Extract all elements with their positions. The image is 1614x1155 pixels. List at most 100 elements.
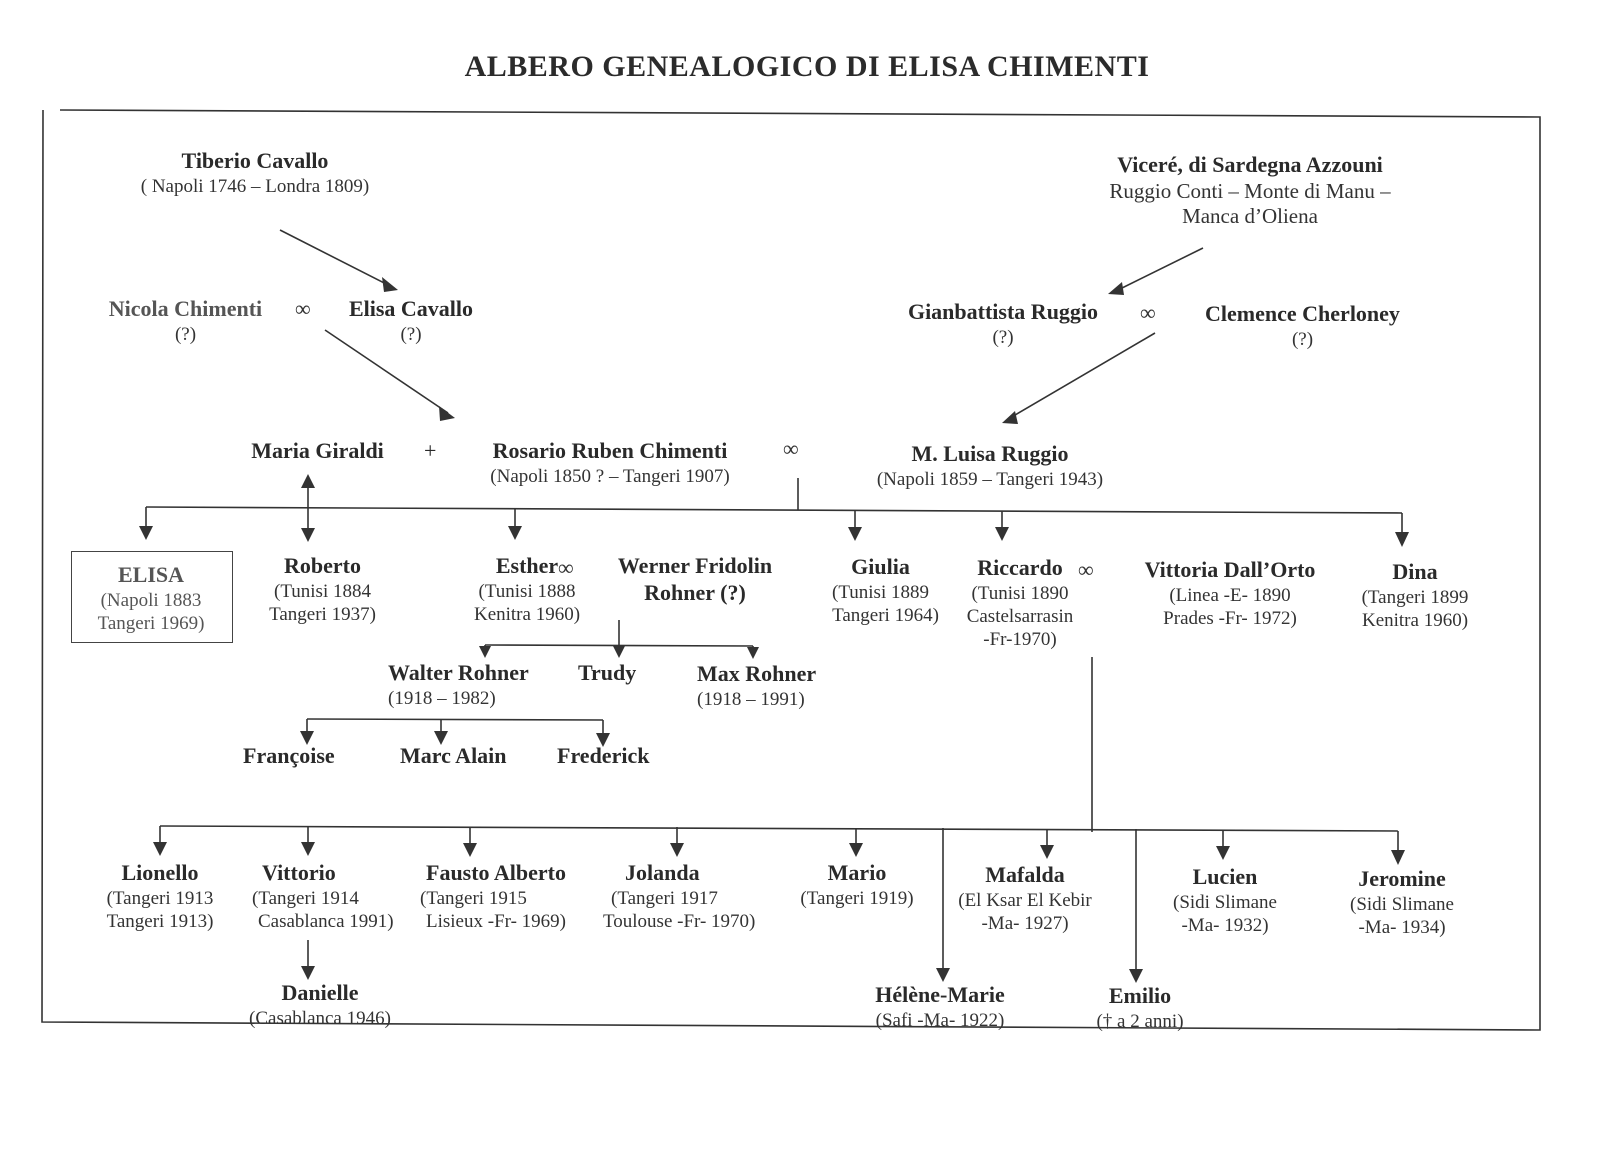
person-name: Walter Rohner — [388, 660, 529, 685]
page-title: ALBERO GENEALOGICO DI ELISA CHIMENTI — [464, 50, 1150, 83]
person-trudy: Trudy — [578, 660, 658, 687]
person-name: Roberto — [284, 553, 361, 578]
person-m-luisa-ruggio: M. Luisa Ruggio (Napoli 1859 – Tangeri 1… — [860, 441, 1120, 491]
person-dates: (?) — [1291, 328, 1314, 350]
person-max-rohner: Max Rohner (1918 – 1991) — [697, 661, 847, 711]
person-name: Emilio — [1108, 983, 1172, 1008]
arrowhead-icon — [596, 733, 610, 747]
person-name: Clemence Cherloney — [1205, 301, 1400, 326]
arrow-parents-to-luisa — [1009, 332, 1156, 419]
person-name: Fausto Alberto — [426, 860, 566, 885]
arrowheads — [139, 277, 1409, 983]
person-death: Tangeri 1964) — [832, 605, 939, 626]
person-name: Marc Alain — [400, 743, 507, 768]
person-helene-marie: Hélène-Marie (Safi -Ma- 1922) — [860, 982, 1020, 1032]
marriage-icon: ∞ — [295, 296, 311, 321]
person-birth: (Tangeri 1915 — [420, 887, 527, 909]
arrowhead-icon — [382, 277, 398, 292]
highlight-box-elisa — [71, 551, 233, 643]
person-death-year: -Fr-1970) — [983, 629, 1057, 651]
marriage-icon: ∞ — [1078, 557, 1094, 582]
person-lucien: Lucien (Sidi Slimane -Ma- 1932) — [1155, 864, 1295, 937]
person-death: Prades -Fr- 1972) — [1163, 608, 1297, 629]
arrowhead-icon — [479, 646, 491, 658]
person-vicere: Viceré, di Sardegna Azzouni Ruggio Conti… — [1090, 152, 1410, 230]
person-birth: (Linea -E- 1890 — [1169, 584, 1291, 606]
person-esther: Esther (Tunisi 1888 Kenitra 1960) — [462, 553, 592, 626]
marriage-icon: ∞ — [1140, 300, 1156, 325]
person-titles: Ruggio Conti – Monte di Manu – — [1109, 178, 1391, 203]
person-birth: (Tangeri 1917 — [611, 887, 718, 909]
person-birth: (Tunisi 1884 — [274, 580, 371, 602]
person-name: Rosario Ruben Chimenti — [492, 438, 728, 463]
person-name: M. Luisa Ruggio — [911, 441, 1069, 466]
person-fausto-alberto: Fausto Alberto (Tangeri 1915 Lisieux -Fr… — [420, 860, 590, 933]
arrow-vicere-to-gianbattista — [1117, 247, 1204, 291]
arrowhead-icon — [1129, 969, 1143, 983]
person-name: ELISA — [117, 562, 185, 587]
person-dates: (1918 – 1982) — [388, 687, 496, 709]
arrowhead-icon — [1040, 845, 1054, 859]
person-birth: (Casablanca 1946) — [249, 1007, 391, 1029]
arrowhead-icon — [936, 968, 950, 982]
person-walter-rohner: Walter Rohner (1918 – 1982) — [388, 660, 538, 710]
person-death: Tangeri 1969) — [97, 613, 205, 634]
union-plus-icon: + — [424, 438, 437, 463]
person-clemence-cherloney: Clemence Cherloney (?) — [1190, 301, 1415, 351]
person-dates: (?) — [174, 323, 197, 345]
arrowhead-icon — [747, 647, 759, 659]
person-birth-place: (Sidi Slimane — [1173, 891, 1277, 913]
marriage-icon: ∞ — [783, 436, 799, 461]
arrowhead-icon — [153, 842, 167, 856]
person-birth-place: (El Ksar El Kebir — [958, 889, 1092, 911]
person-giulia: Giulia (Tunisi 1889 Tangeri 1964) — [818, 554, 943, 627]
person-name: Maria Giraldi — [251, 438, 384, 463]
walter-bar — [306, 718, 604, 721]
person-birth: (Tunisi 1890 — [971, 582, 1069, 604]
person-nicola-chimenti: Nicola Chimenti (?) — [98, 296, 273, 346]
person-birth-year: -Ma- 1927) — [981, 913, 1069, 934]
person-vittorio: Vittorio (Tangeri 1914 Casablanca 1991) — [252, 860, 412, 933]
person-name: Trudy — [578, 660, 637, 685]
person-riccardo: Riccardo (Tunisi 1890 Castelsarrasin -Fr… — [955, 555, 1085, 651]
person-francoise: Françoise — [243, 743, 353, 770]
person-name: Riccardo — [977, 555, 1063, 580]
person-name: Jeromine — [1358, 866, 1446, 891]
arrowhead-icon — [508, 526, 522, 540]
arrowhead-icon — [670, 843, 684, 857]
person-dates: (1918 – 1991) — [697, 688, 805, 710]
person-maria-giraldi: Maria Giraldi — [240, 438, 395, 465]
person-dates: (?) — [400, 323, 422, 345]
person-name: Mario — [827, 860, 887, 885]
person-dates: ( Napoli 1746 – Londra 1809) — [140, 175, 370, 197]
marriage-icon: ∞ — [558, 555, 574, 580]
person-birth: (Tunisi 1888 — [478, 580, 576, 602]
arrowhead-icon — [1391, 850, 1405, 865]
person-birth: (Tangeri 1914 — [252, 887, 359, 909]
person-birth-place: (Sidi Slimane — [1350, 893, 1454, 915]
person-name: Dina — [1392, 559, 1438, 584]
person-elisa: ELISA (Napoli 1883 Tangeri 1969) — [71, 562, 231, 635]
person-titles-cont: Manca d’Oliena — [1182, 204, 1318, 229]
person-tiberio-cavallo: Tiberio Cavallo ( Napoli 1746 – Londra 1… — [140, 148, 370, 198]
arrowhead-icon — [439, 406, 455, 421]
gen3-bar — [145, 506, 1403, 514]
person-jeromine: Jeromine (Sidi Slimane -Ma- 1934) — [1332, 866, 1472, 939]
person-name: Werner Fridolin — [617, 553, 773, 578]
arrowhead-icon — [300, 731, 314, 745]
person-jolanda: Jolanda (Tangeri 1917 Toulouse -Fr- 1970… — [603, 860, 778, 933]
arrowhead-icon — [301, 842, 315, 856]
person-death: Kenitra 1960) — [473, 604, 581, 625]
arrowhead-icon — [434, 731, 448, 745]
arrowhead-icon — [301, 474, 315, 488]
person-birth: (Napoli 1883 — [100, 589, 202, 611]
arrowhead-icon — [1395, 532, 1409, 547]
person-birth: (Tunisi 1889 — [832, 581, 929, 603]
person-birth-year: -Ma- 1934) — [1358, 917, 1446, 938]
person-werner-fridolin-rohner: Werner Fridolin Rohner (?) — [600, 553, 790, 607]
person-dina: Dina (Tangeri 1899 Kenitra 1960) — [1355, 559, 1475, 632]
person-death: Lisieux -Fr- 1969) — [426, 911, 566, 932]
arrowhead-icon — [463, 843, 477, 857]
person-birth: (Tangeri 1913 — [106, 887, 214, 909]
